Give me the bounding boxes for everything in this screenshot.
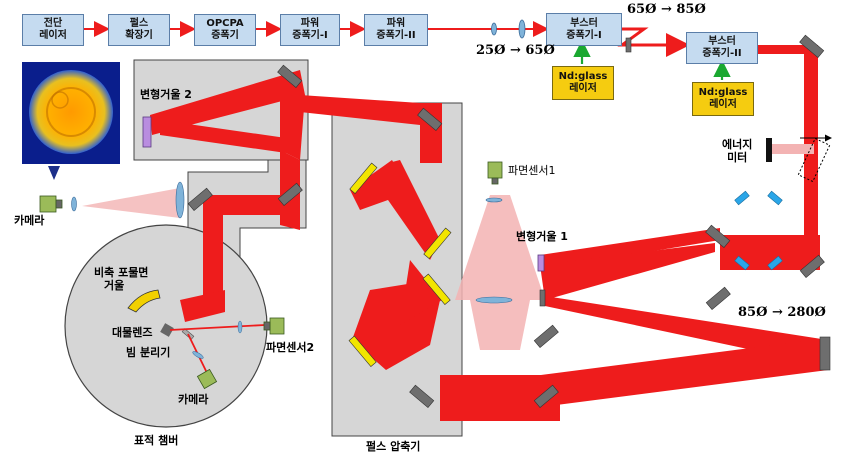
polarization-optics: [734, 190, 783, 271]
power-amp-1-line1: 파워: [300, 18, 320, 29]
opcpa-box: OPCPA 증폭기: [194, 14, 256, 46]
deformable-mirrors: [142, 116, 545, 272]
ndglass-2-line2: 레이저: [709, 99, 737, 110]
wavefront-sensor-1-label: 파면센서1: [508, 164, 556, 177]
power-amp-2-line1: 파워: [386, 18, 406, 29]
beam-size-65-85: 65Ø → 85Ø: [627, 2, 706, 17]
deformable-mirror-2-label: 변형거울 2: [140, 88, 192, 101]
opcpa-line2: 증폭기: [211, 30, 239, 41]
booster-2-line1: 부스터: [708, 36, 736, 47]
power-amp-2-box: 파워 증폭기-II: [364, 14, 428, 46]
booster-2-line2: 증폭기-II: [702, 48, 742, 59]
camera-bottom-label: 카메라: [178, 393, 209, 406]
camera-lenses: [71, 181, 513, 304]
beam-size-25-65: 25Ø → 65Ø: [476, 43, 555, 58]
power-amp-1-box: 파워 증폭기-I: [280, 14, 340, 46]
beam-splitter-label: 빔 분리기: [126, 346, 171, 359]
chamber-optics: [127, 289, 266, 376]
pulse-stretcher-line1: 펄스: [129, 18, 149, 29]
energy-meter-line1: 에너지: [722, 138, 753, 151]
ndglass-laser-2-box: Nd:glass 레이저: [692, 82, 754, 116]
seed-chain-arrows: [84, 21, 690, 57]
mirrors: [187, 34, 831, 408]
main-beam: [150, 45, 828, 421]
power-amp-1-line2: 증폭기-I: [292, 30, 328, 41]
beam-profile-image: [22, 62, 120, 180]
camera-top-label: 카메라: [14, 214, 45, 227]
femto-laser-box: 전단 레이저: [22, 14, 84, 46]
wavefront-sensor-2-label: 파면센서2: [266, 341, 315, 354]
expander-lenses: [491, 19, 526, 39]
femto-laser-line1: 전단: [43, 18, 63, 29]
ndglass-1-line2: 레이저: [569, 83, 597, 94]
beam-size-85-280: 85Ø → 280Ø: [738, 305, 826, 320]
wavefront-sensor-1-beam: [455, 195, 545, 350]
ndglass-1-line1: Nd:glass: [558, 71, 608, 82]
target-chamber-label: 표적 챔버: [134, 434, 179, 447]
compressor-gratings: [348, 162, 452, 368]
objective-lens-label: 대물렌즈: [112, 326, 153, 339]
energy-meter-line2: 미터: [727, 151, 748, 164]
camera-pickoff-beam: [82, 188, 180, 218]
detectors: [39, 161, 503, 390]
off-axis-parabola-label: 비축 포물면 거울: [94, 266, 148, 292]
energy-meter-beam: [766, 134, 832, 183]
booster-1-box: 부스터 증폭기-I: [546, 13, 622, 46]
pulse-compressor-label: 펄스 압축기: [366, 440, 421, 453]
pulse-stretcher-box: 펄스 확장기: [108, 14, 170, 46]
oap-line1: 비축 포물면: [94, 266, 149, 279]
ndglass-2-line1: Nd:glass: [698, 87, 748, 98]
booster-2-box: 부스터 증폭기-II: [686, 32, 758, 64]
energy-meter-label: 에너지 미터: [722, 138, 752, 164]
deformable-mirror-1-label: 변형거울 1: [516, 230, 568, 243]
ndglass-laser-1-box: Nd:glass 레이저: [552, 66, 614, 100]
pump-arrows: [573, 39, 731, 80]
femto-laser-line2: 레이저: [39, 30, 67, 41]
oap-line2: 거울: [104, 279, 125, 292]
booster-1-line1: 부스터: [570, 17, 598, 29]
power-amp-2-line2: 증폭기-II: [376, 30, 416, 41]
booster-1-line2: 증폭기-I: [566, 29, 602, 41]
pulse-stretcher-line2: 확장기: [125, 30, 153, 41]
opcpa-line1: OPCPA: [206, 18, 244, 29]
